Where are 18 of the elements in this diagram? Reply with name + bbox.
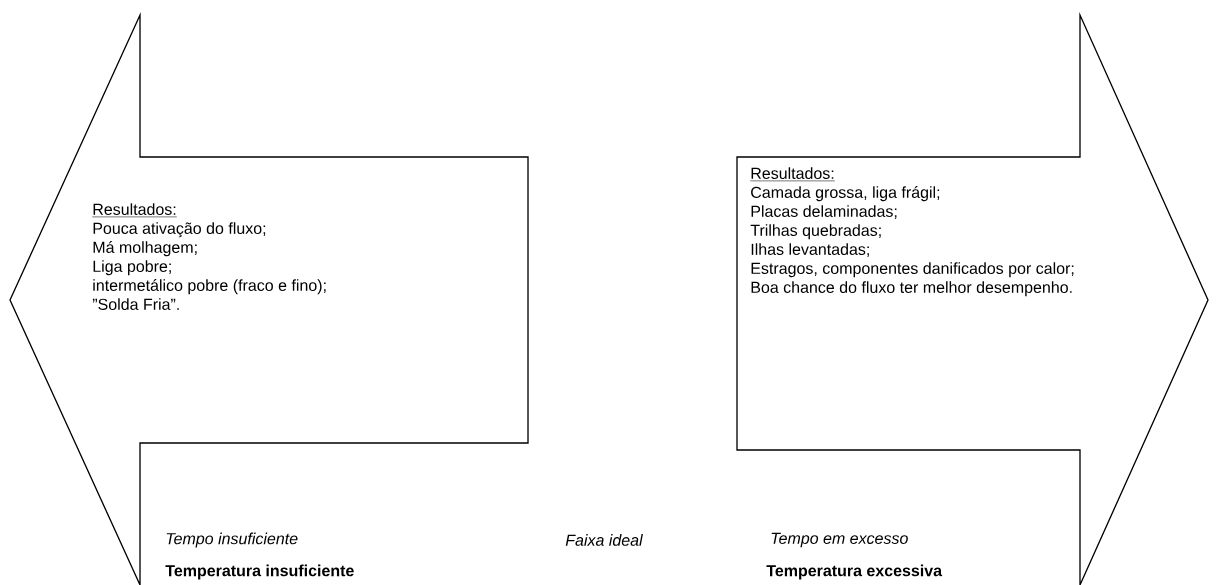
list-item: Má molhagem; bbox=[93, 241, 197, 257]
list-item: Liga pobre; bbox=[93, 260, 171, 276]
list-item: Pouca ativação do fluxo; bbox=[93, 222, 266, 238]
label-text: Temperatura excessiva bbox=[766, 564, 943, 580]
list-item: Boa chance do fluxo ter melhor desempenho. bbox=[751, 281, 1072, 297]
label-text: Tempo em excesso bbox=[771, 532, 908, 548]
list-item: Placas delaminadas; bbox=[751, 205, 897, 219]
list-item: Ilhas levantadas; bbox=[751, 243, 869, 257]
label-text: Faixa ideal bbox=[565, 534, 643, 546]
label-text: Tempo insuficiente bbox=[166, 532, 298, 548]
heading-text: Resultados: bbox=[92, 203, 178, 218]
list-item: intermetálico pobre (fraco e fino); bbox=[93, 279, 326, 295]
heading-text: Resultados: bbox=[750, 167, 836, 182]
list-item: Camada grossa, liga frágil; bbox=[751, 186, 940, 202]
list-item: Estragos, componentes danificados por calor; bbox=[751, 262, 1074, 278]
label-text: Temperatura insuficiente bbox=[165, 564, 354, 580]
list-item: ”Solda Fria”. bbox=[92, 298, 179, 310]
list-item: Trilhas quebradas; bbox=[750, 224, 881, 240]
